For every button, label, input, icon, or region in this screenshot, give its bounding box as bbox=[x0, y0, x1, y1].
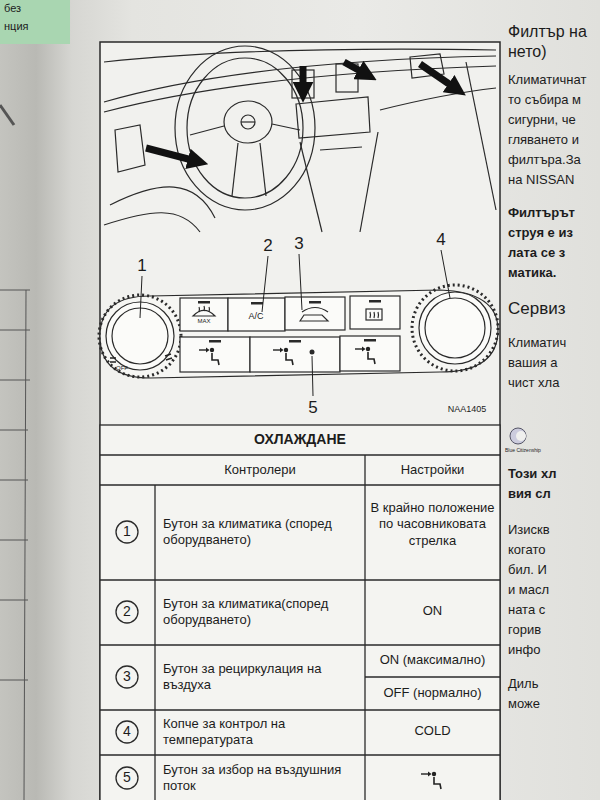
knob-marks bbox=[110, 354, 172, 362]
body-text: ната с bbox=[508, 602, 545, 618]
table-cell: ON bbox=[365, 603, 500, 619]
table-cell: COLD bbox=[365, 723, 500, 739]
body-text: и масл bbox=[508, 582, 549, 598]
left-page-table bbox=[0, 105, 30, 800]
row-number: 4 bbox=[117, 723, 137, 741]
page-fragment: нция bbox=[4, 20, 28, 34]
table-cell: Бутон за рециркулация на въздуха bbox=[163, 661, 358, 694]
button-marking: MAX bbox=[190, 318, 218, 326]
table-cell: Копче за контрол на температурата bbox=[163, 716, 358, 749]
body-text: горив bbox=[508, 622, 541, 638]
button-marking: A/C bbox=[236, 311, 276, 322]
section-heading: Филтър на bbox=[508, 22, 587, 42]
row-number: 3 bbox=[117, 668, 137, 686]
section-heading: Сервиз bbox=[508, 298, 566, 319]
body-text: Диль bbox=[508, 676, 538, 692]
body-text: Климатич bbox=[508, 335, 566, 351]
table-cell: Бутон за избор на въздушния поток bbox=[163, 762, 358, 795]
airflow-arrows bbox=[146, 62, 452, 160]
callout-number: 5 bbox=[303, 397, 323, 418]
body-text: сигурни, че bbox=[508, 112, 576, 128]
table-cell: В крайно положение по часовниковата стре… bbox=[370, 500, 495, 549]
body-text: матика. bbox=[508, 265, 556, 281]
body-text: когато bbox=[508, 542, 546, 558]
column-heading: Контролери bbox=[155, 462, 365, 478]
body-text: лата се з bbox=[508, 245, 565, 261]
callout-number: 2 bbox=[258, 235, 278, 256]
dashboard-drawing bbox=[104, 46, 496, 232]
indicator-leds bbox=[198, 300, 381, 355]
blue-citizenship-logo bbox=[510, 428, 526, 444]
body-text: Климатичнат bbox=[508, 72, 586, 88]
body-text: то събира м bbox=[508, 92, 581, 108]
settings-table bbox=[100, 425, 500, 800]
leader-lines bbox=[140, 250, 450, 396]
control-panel bbox=[99, 285, 498, 378]
body-text: на NISSAN bbox=[508, 172, 574, 188]
page-fragment: без bbox=[4, 2, 21, 16]
body-text: вия сл bbox=[508, 486, 551, 502]
callout-number: 4 bbox=[431, 229, 451, 250]
body-text: филтъра.За bbox=[508, 152, 581, 168]
row-number: 1 bbox=[117, 523, 137, 541]
table-cell: Бутон за климатика(според оборудването) bbox=[163, 596, 358, 629]
body-text: струя е из bbox=[508, 225, 573, 241]
body-text: вашия а bbox=[508, 355, 558, 371]
table-heading: ОХЛАЖДАНЕ bbox=[100, 431, 500, 449]
table-cell: OFF (нормално) bbox=[365, 685, 500, 701]
callout-number: 3 bbox=[289, 233, 309, 254]
body-text: инфо bbox=[508, 642, 540, 658]
row-number: 5 bbox=[117, 769, 137, 787]
callout-number: 1 bbox=[132, 255, 152, 276]
row-number: 2 bbox=[117, 603, 137, 621]
green-tab bbox=[0, 0, 70, 44]
body-text: бил. И bbox=[508, 562, 547, 578]
figure-code: NAA1405 bbox=[436, 404, 498, 415]
section-heading: нето) bbox=[508, 42, 547, 62]
knob-marking: OFF bbox=[110, 365, 134, 373]
table-cell: Бутон за климатика (според оборудването) bbox=[163, 516, 358, 549]
body-text: гляването и bbox=[508, 132, 579, 148]
body-text: Този хл bbox=[508, 466, 556, 482]
body-text: Филтърът bbox=[508, 205, 575, 221]
column-heading: Настройки bbox=[365, 462, 500, 478]
table-cell: ON (максимално) bbox=[365, 652, 500, 668]
body-text: Изискв bbox=[508, 522, 550, 538]
body-text: чист хла bbox=[508, 375, 559, 391]
body-text: може bbox=[508, 696, 540, 712]
logo-text: Blue Citizenship bbox=[505, 447, 541, 453]
